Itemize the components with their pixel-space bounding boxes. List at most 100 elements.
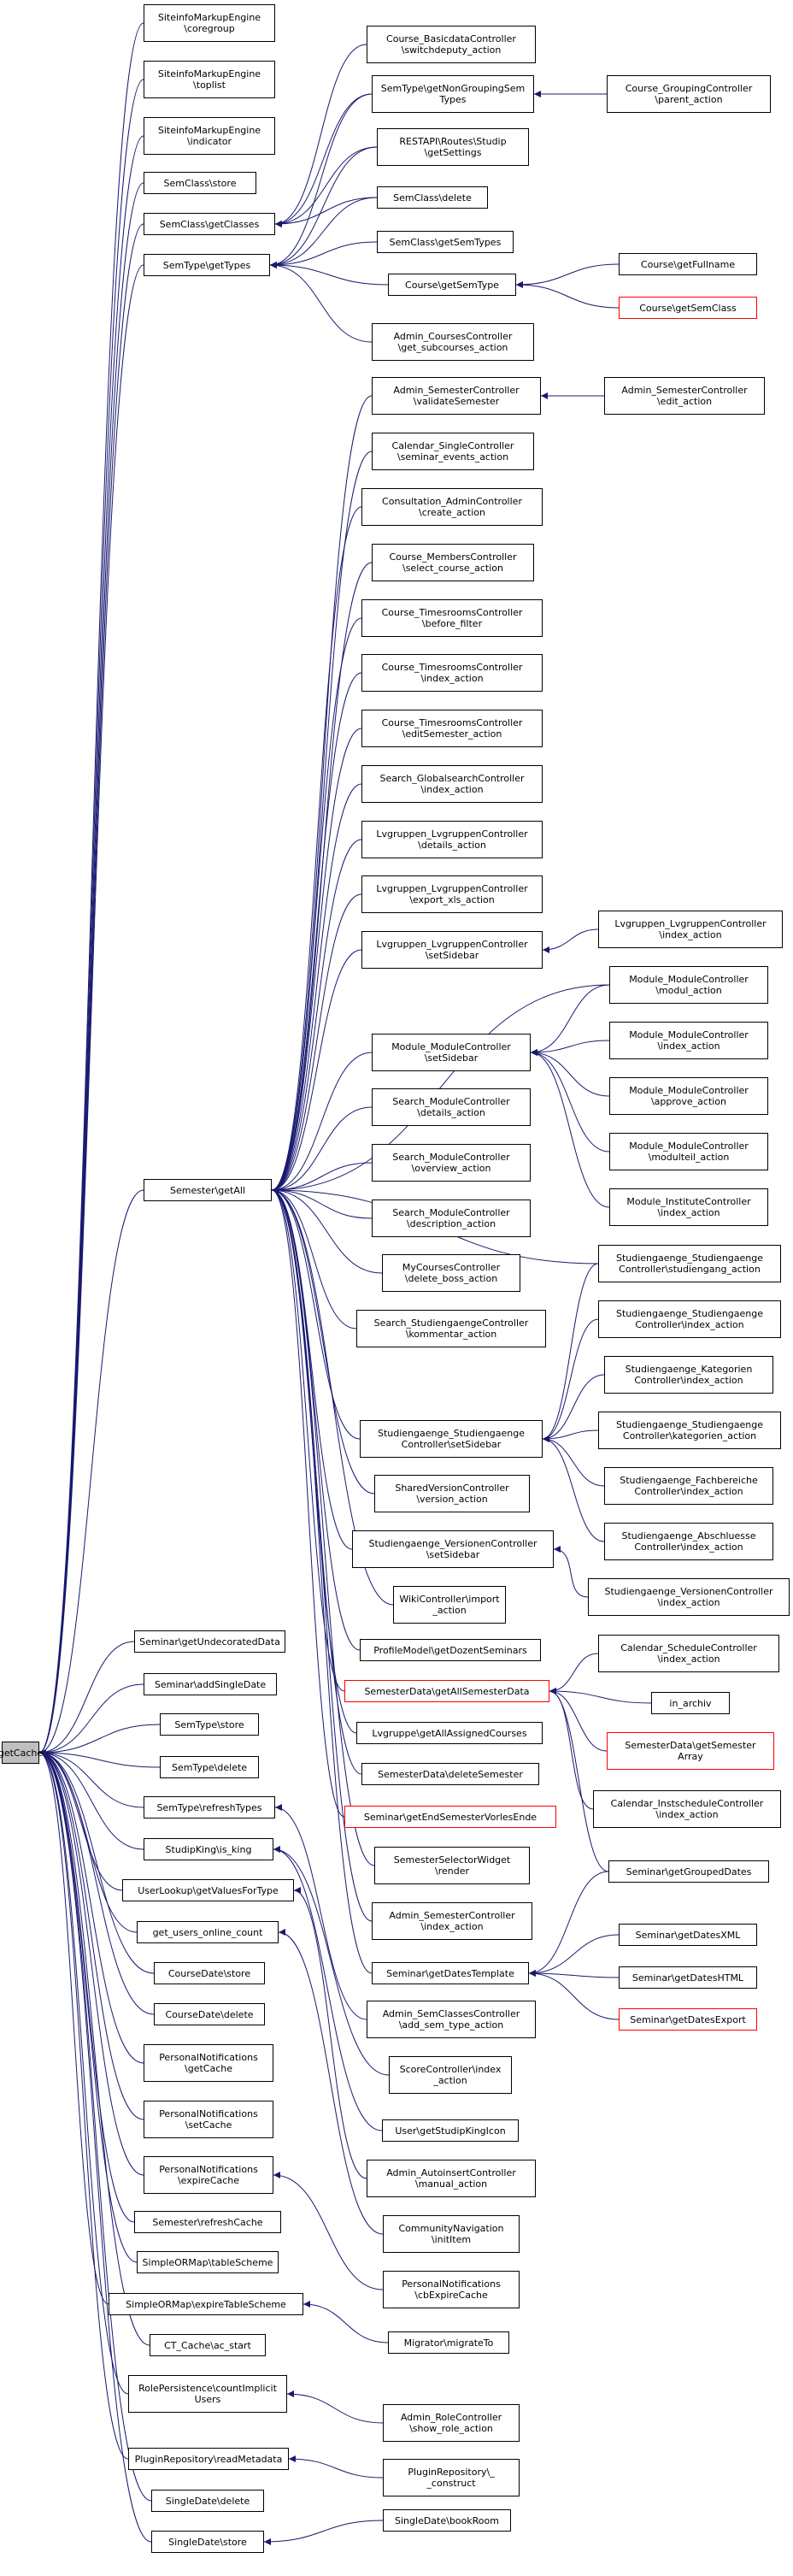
node-semtype-gettypes[interactable]: SemType\getTypes xyxy=(144,254,270,276)
node-semester-getall[interactable]: Semester\getAll xyxy=(144,1179,272,1201)
node-ctcache-acstart[interactable]: CT_Cache\ac_start xyxy=(150,2334,266,2356)
node-semclass-store[interactable]: SemClass\store xyxy=(144,172,256,194)
node-user-getstudipkingicon[interactable]: User\getStudipKingIcon xyxy=(382,2119,519,2142)
node-admin-semester-validate[interactable]: Admin_SemesterController \validateSemest… xyxy=(372,377,541,415)
node-sg-index[interactable]: Studiengaenge_Studiengaenge Controller\i… xyxy=(598,1300,781,1338)
node-cbdc-switchdeputy[interactable]: Course_BasicdataController \switchdeputy… xyxy=(367,26,536,63)
node-seminar-getend[interactable]: Seminar\getEndSemesterVorlesEnde xyxy=(344,1806,556,1828)
node-singledate-bookroom[interactable]: SingleDate\bookRoom xyxy=(383,2509,511,2532)
node-lvgruppe-getall[interactable]: Lvgruppe\getAllAssignedCourses xyxy=(356,1722,543,1744)
node-wiki-import[interactable]: WikiController\import _action xyxy=(393,1586,506,1624)
node-sormap-expiretablescheme[interactable]: SimpleORMap\expireTableScheme xyxy=(109,2293,303,2315)
node-semtype-store[interactable]: SemType\store xyxy=(160,1713,259,1736)
node-lvg-details[interactable]: Lvgruppen_LvgruppenController \details_a… xyxy=(361,821,543,858)
node-sme-coregroup[interactable]: SiteinfoMarkupEngine \coregroup xyxy=(144,4,275,42)
node-sme-toplist[interactable]: SiteinfoMarkupEngine \toplist xyxy=(144,61,275,98)
node-pn-cbexpire[interactable]: PersonalNotifications \cbExpireCache xyxy=(383,2271,520,2308)
node-course-members[interactable]: Course_MembersController \select_course_… xyxy=(372,544,534,581)
node-singledate-store[interactable]: SingleDate\store xyxy=(151,2531,264,2553)
node-sg-studiengang[interactable]: Studiengaenge_Studiengaenge Controller\s… xyxy=(598,1245,781,1282)
node-singledate-delete[interactable]: SingleDate\delete xyxy=(151,2490,264,2512)
node-sme-indicator[interactable]: SiteinfoMarkupEngine \indicator xyxy=(144,117,275,155)
node-pn-expirecache[interactable]: PersonalNotifications \expireCache xyxy=(144,2156,273,2194)
node-module-approve[interactable]: Module_ModuleController \approve_action xyxy=(609,1077,768,1115)
node-course-timesrooms-before[interactable]: Course_TimesroomsController \before_filt… xyxy=(361,599,543,637)
node-module-modulteil[interactable]: Module_ModuleController \modulteil_actio… xyxy=(609,1133,768,1170)
node-admin-semester-edit[interactable]: Admin_SemesterController \edit_action xyxy=(604,377,765,415)
node-sg-versionen-index[interactable]: Studiengaenge_VersionenController \index… xyxy=(588,1578,790,1616)
node-calendar-schedule[interactable]: Calendar_ScheduleController \index_actio… xyxy=(598,1635,779,1672)
node-lvg-index[interactable]: Lvgruppen_LvgruppenController \index_act… xyxy=(598,911,783,948)
node-module-index[interactable]: Module_ModuleController \index_action xyxy=(609,1022,768,1059)
node-seminar-getundecorated[interactable]: Seminar\getUndecoratedData xyxy=(134,1630,285,1653)
node-rolepersistence[interactable]: RolePersistence\countImplicit Users xyxy=(128,2375,287,2413)
node-seminar-getdatesxml[interactable]: Seminar\getDatesXML xyxy=(619,1924,757,1946)
node-admin-role[interactable]: Admin_RoleController \show_role_action xyxy=(383,2404,520,2442)
node-semester-refreshcache[interactable]: Semester\refreshCache xyxy=(134,2211,281,2233)
node-getcache[interactable]: getCache xyxy=(0,1742,43,1764)
node-coursedate-delete[interactable]: CourseDate\delete xyxy=(154,2003,265,2025)
node-course-getsemtype[interactable]: Course\getSemType xyxy=(388,274,516,296)
node-sg-kategorien-index[interactable]: Studiengaenge_Kategorien Controller\inde… xyxy=(604,1356,773,1394)
node-module-modul[interactable]: Module_ModuleController \modul_action xyxy=(609,966,768,1004)
node-migrator[interactable]: Migrator\migrateTo xyxy=(388,2331,509,2354)
node-seminar-getdateshtml[interactable]: Seminar\getDatesHTML xyxy=(619,1966,757,1989)
node-module-institute[interactable]: Module_InstituteController \index_action xyxy=(609,1188,768,1226)
node-course-timesrooms-edit[interactable]: Course_TimesroomsController \editSemeste… xyxy=(361,710,543,747)
node-semesterselector[interactable]: SemesterSelectorWidget \render xyxy=(374,1847,530,1884)
node-mycourses-delete[interactable]: MyCoursesController \delete_boss_action xyxy=(382,1254,520,1292)
node-get-users-online-count[interactable]: get_users_online_count xyxy=(137,1921,279,1943)
node-lvg-export[interactable]: Lvgruppen_LvgruppenController \export_xl… xyxy=(361,875,543,913)
node-restapi-getsettings[interactable]: RESTAPI\Routes\Studip \getSettings xyxy=(377,128,529,166)
node-in-archiv[interactable]: in_archiv xyxy=(651,1692,730,1714)
node-semtype-refreshtypes[interactable]: SemType\refreshTypes xyxy=(144,1796,275,1819)
node-admin-courses-getsub[interactable]: Admin_CoursesController \get_subcourses_… xyxy=(372,323,534,361)
node-pluginrepo-readmetadata[interactable]: PluginRepository\readMetadata xyxy=(128,2448,289,2470)
node-semtype-getnongrouping[interactable]: SemType\getNonGroupingSem Types xyxy=(372,75,534,113)
node-seminar-getgroupeddates[interactable]: Seminar\getGroupedDates xyxy=(608,1860,769,1883)
node-course-timesrooms-index[interactable]: Course_TimesroomsController \index_actio… xyxy=(361,654,543,692)
node-course-getfullname[interactable]: Course\getFullname xyxy=(619,253,757,275)
node-coursedate-store[interactable]: CourseDate\store xyxy=(154,1962,265,1984)
node-studipking-isking[interactable]: StudipKing\is_king xyxy=(144,1838,273,1860)
node-semesterdata-getsemesterarray[interactable]: SemesterData\getSemester Array xyxy=(607,1732,774,1770)
node-course-grouping[interactable]: Course_GroupingController \parent_action xyxy=(607,75,771,113)
node-calendar-single[interactable]: Calendar_SingleController \seminar_event… xyxy=(372,433,534,470)
node-semclass-getclasses[interactable]: SemClass\getClasses xyxy=(144,213,275,235)
node-lvg-setsidebar[interactable]: Lvgruppen_LvgruppenController \setSideba… xyxy=(361,931,543,969)
node-pn-getcache[interactable]: PersonalNotifications \getCache xyxy=(144,2044,273,2082)
node-seminar-getdatestemplate[interactable]: Seminar\getDatesTemplate xyxy=(372,1962,529,1984)
node-admin-autoinsert[interactable]: Admin_AutoinsertController \manual_actio… xyxy=(367,2160,536,2197)
node-sg-sg-setsidebar[interactable]: Studiengaenge_Studiengaenge Controller\s… xyxy=(360,1420,543,1458)
node-sg-versionen-setsidebar[interactable]: Studiengaenge_VersionenController \setSi… xyxy=(352,1530,554,1568)
node-sormap-tablescheme[interactable]: SimpleORMap\tableScheme xyxy=(137,2251,279,2273)
node-admin-semester-index[interactable]: Admin_SemesterController \index_action xyxy=(372,1902,532,1940)
node-community-nav[interactable]: CommunityNavigation \initItem xyxy=(383,2215,520,2253)
node-pluginrepo-construct[interactable]: PluginRepository\_ _construct xyxy=(383,2459,520,2496)
node-sg-kategorien-action[interactable]: Studiengaenge_Studiengaenge Controller\k… xyxy=(598,1412,781,1449)
node-semesterdata-getall[interactable]: SemesterData\getAllSemesterData xyxy=(344,1680,549,1702)
node-consultation-admin[interactable]: Consultation_AdminController \create_act… xyxy=(361,488,543,526)
node-module-setsidebar[interactable]: Module_ModuleController \setSidebar xyxy=(372,1034,531,1071)
node-semesterdata-delete[interactable]: SemesterData\deleteSemester xyxy=(361,1763,539,1785)
node-sharedversion[interactable]: SharedVersionController \version_action xyxy=(374,1475,530,1512)
node-sg-abschluesse[interactable]: Studiengaenge_Abschluesse Controller\ind… xyxy=(604,1523,773,1560)
node-semclass-getsemtypes[interactable]: SemClass\getSemTypes xyxy=(377,231,514,253)
node-sg-fachbereiche[interactable]: Studiengaenge_Fachbereiche Controller\in… xyxy=(604,1467,773,1505)
node-search-sg-kommentar[interactable]: Search_StudiengaengeController \kommenta… xyxy=(356,1310,546,1347)
node-search-global[interactable]: Search_GlobalsearchController \index_act… xyxy=(361,765,543,803)
node-profilemodel[interactable]: ProfileModel\getDozentSeminars xyxy=(360,1639,541,1661)
node-search-module-overview[interactable]: Search_ModuleController \overview_action xyxy=(372,1144,531,1182)
node-semclass-delete[interactable]: SemClass\delete xyxy=(377,186,488,209)
node-pn-setcache[interactable]: PersonalNotifications \setCache xyxy=(144,2101,273,2138)
node-scorecontroller[interactable]: ScoreController\index _action xyxy=(389,2056,512,2094)
node-course-getsemclass[interactable]: Course\getSemClass xyxy=(619,297,757,319)
node-semtype-delete[interactable]: SemType\delete xyxy=(160,1756,259,1778)
node-search-module-description[interactable]: Search_ModuleController \description_act… xyxy=(372,1200,531,1237)
node-calendar-instschedule[interactable]: Calendar_InstscheduleController \index_a… xyxy=(593,1790,781,1828)
node-seminar-addsingledate[interactable]: Seminar\addSingleDate xyxy=(144,1673,277,1695)
node-admin-semclasses[interactable]: Admin_SemClassesController \add_sem_type… xyxy=(367,2001,536,2038)
node-userlookup-getvalues[interactable]: UserLookup\getValuesForType xyxy=(122,1879,294,1901)
node-search-module-details[interactable]: Search_ModuleController \details_action xyxy=(372,1088,531,1126)
node-seminar-getdatesexport[interactable]: Seminar\getDatesExport xyxy=(619,2008,757,2031)
